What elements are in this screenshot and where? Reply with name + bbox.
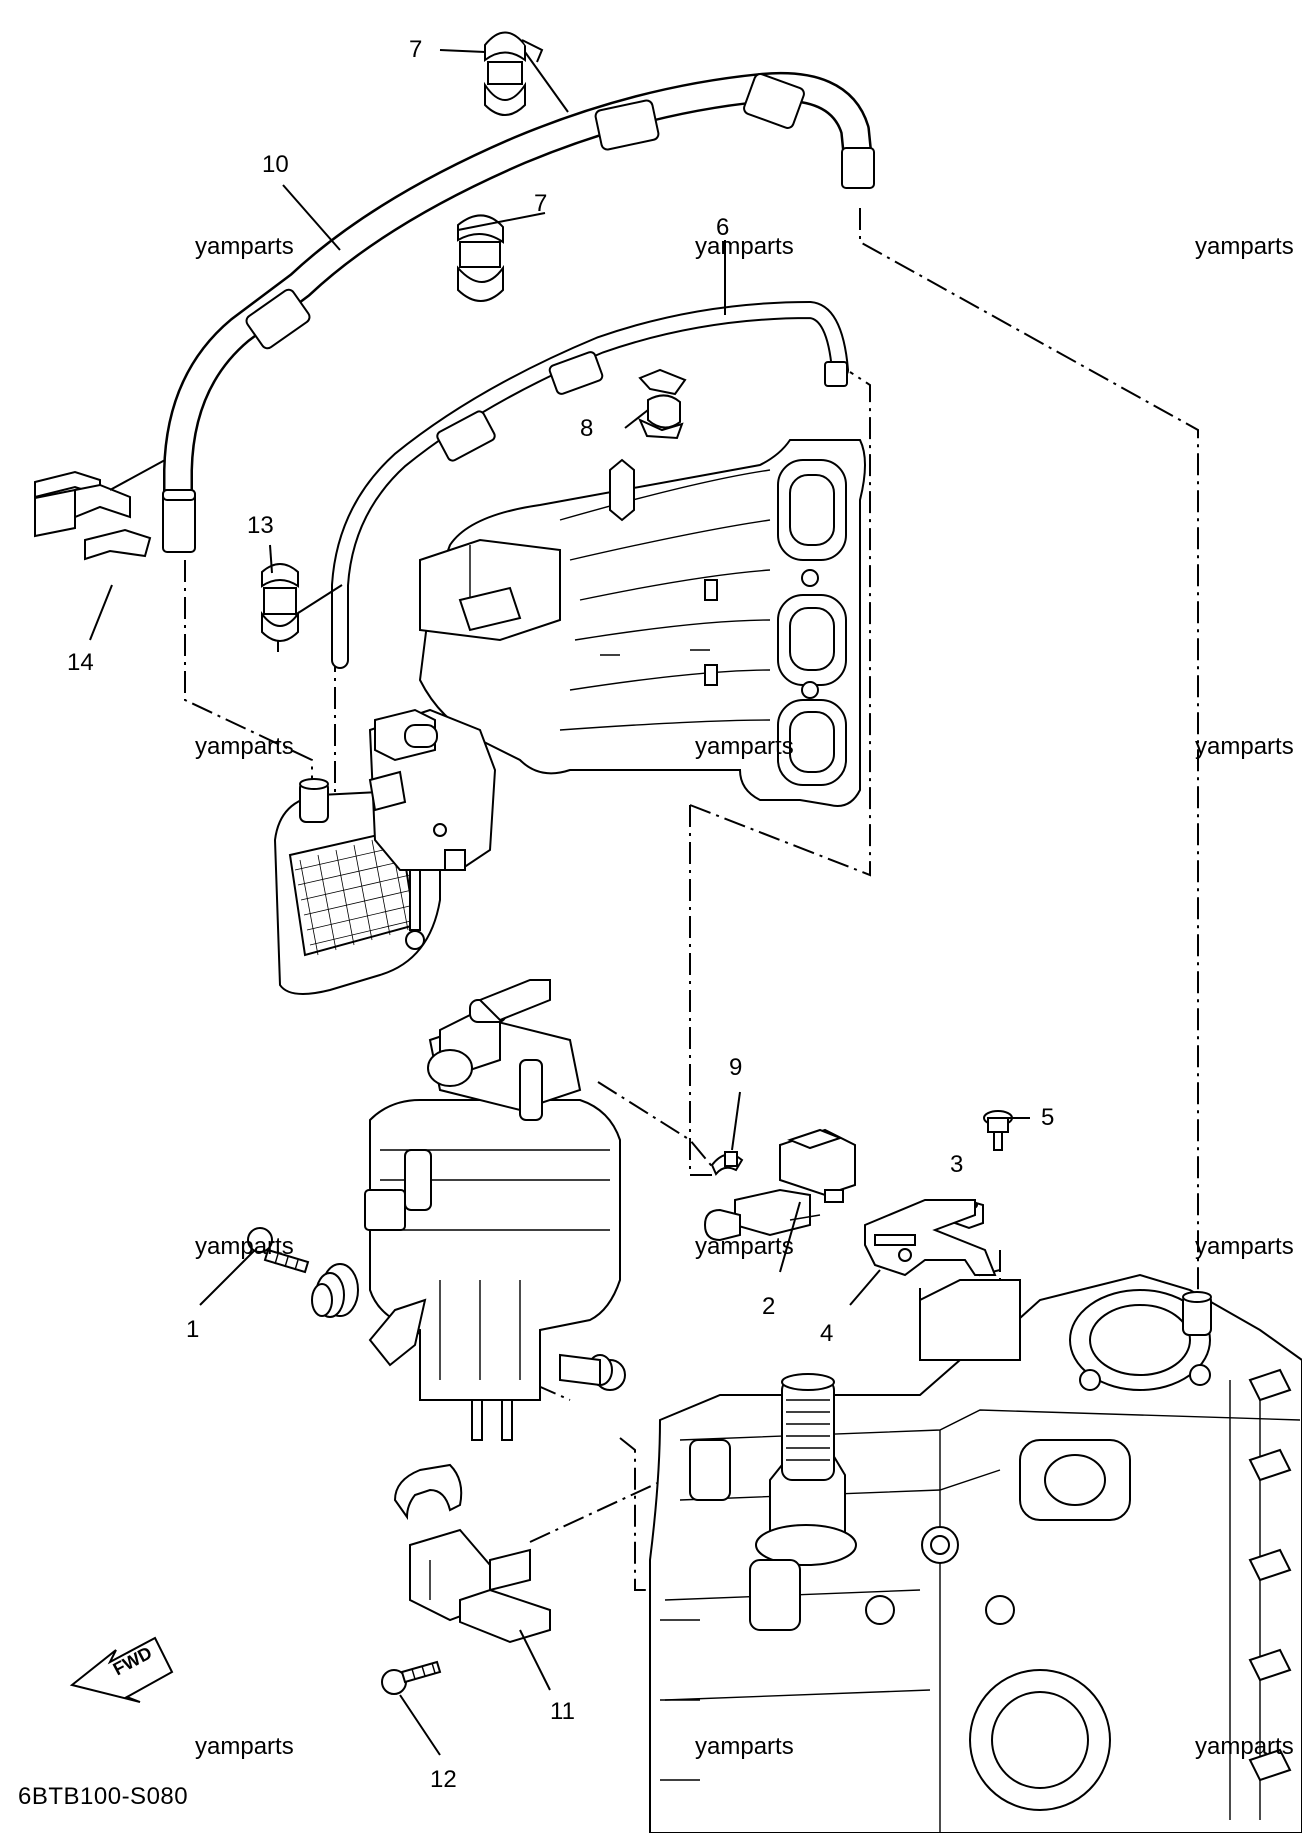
part-5-screw bbox=[983, 1110, 1013, 1151]
callout-12: 12 bbox=[430, 1766, 457, 1793]
watermark: yamparts bbox=[195, 233, 294, 260]
watermark: yamparts bbox=[695, 1233, 794, 1260]
engine-block bbox=[649, 1273, 1302, 1834]
part-1-bolt bbox=[247, 1227, 310, 1274]
grommet bbox=[311, 1263, 359, 1318]
clamp-7-top bbox=[484, 31, 544, 116]
clamp-14 bbox=[34, 470, 152, 561]
diagram-code: 6BTB100-S080 bbox=[18, 1783, 189, 1810]
watermark: yamparts bbox=[695, 733, 794, 760]
callout-9: 9 bbox=[729, 1054, 743, 1081]
watermark: yamparts bbox=[195, 733, 294, 760]
callout-14: 14 bbox=[67, 649, 94, 676]
part-2-sensor bbox=[703, 1128, 856, 1242]
hose-10 bbox=[162, 71, 875, 553]
callout-1: 1 bbox=[186, 1316, 200, 1343]
callout-5: 5 bbox=[1041, 1104, 1055, 1131]
callout-8: 8 bbox=[580, 415, 594, 442]
hose-6 bbox=[331, 301, 849, 669]
callout-6: 6 bbox=[716, 214, 730, 241]
throttle-body bbox=[273, 708, 497, 995]
watermark: yamparts bbox=[195, 1233, 294, 1260]
fwd-arrow bbox=[69, 1636, 174, 1703]
callout-4: 4 bbox=[820, 1320, 834, 1347]
intake-manifold bbox=[418, 439, 866, 807]
clamp-7-middle bbox=[457, 214, 504, 302]
watermark: yamparts bbox=[1195, 1233, 1294, 1260]
watermark: yamparts bbox=[195, 1733, 294, 1760]
callout-7-middle: 7 bbox=[534, 190, 548, 217]
leader-lines bbox=[89, 49, 1030, 1756]
part-11-bracket bbox=[393, 1463, 551, 1644]
watermark: yamparts bbox=[695, 1733, 794, 1760]
clamp-8 bbox=[638, 368, 687, 440]
watermark: yamparts bbox=[695, 233, 794, 260]
watermark: yamparts bbox=[1195, 1733, 1294, 1760]
fuel-pump-assembly bbox=[364, 979, 626, 1441]
watermark: yamparts bbox=[1195, 733, 1294, 760]
part-12-bolt bbox=[381, 1660, 442, 1695]
part-9-clip bbox=[710, 1151, 744, 1176]
callout-7-top: 7 bbox=[409, 36, 423, 63]
collar bbox=[559, 1353, 613, 1387]
callout-10: 10 bbox=[262, 151, 289, 178]
clamp-13 bbox=[261, 563, 299, 652]
callout-13: 13 bbox=[247, 512, 274, 539]
callout-3: 3 bbox=[950, 1151, 964, 1178]
callout-11: 11 bbox=[550, 1698, 575, 1725]
watermark: yamparts bbox=[1195, 233, 1294, 260]
callout-2: 2 bbox=[762, 1293, 776, 1320]
part-4-bracket bbox=[864, 1199, 997, 1277]
